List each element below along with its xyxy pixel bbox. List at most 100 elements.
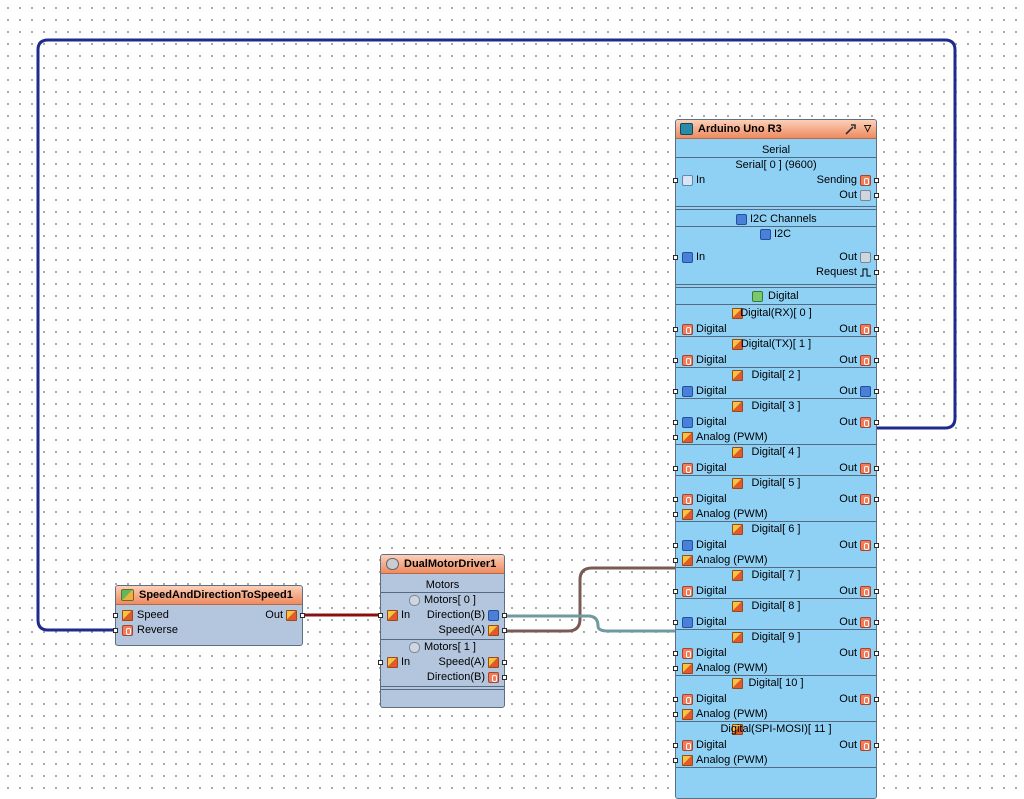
- speed-output-icon: [488, 657, 499, 668]
- motor-icon: [386, 558, 399, 570]
- digital-channel-icon: [732, 370, 743, 381]
- digital-output-icon: [860, 494, 871, 505]
- serial-sending-pin[interactable]: [874, 178, 879, 183]
- divider: [676, 209, 876, 210]
- serial-out-pin[interactable]: [874, 193, 879, 198]
- reverse-input-pin[interactable]: [113, 628, 118, 633]
- digital-input-pin[interactable]: [673, 697, 678, 702]
- digital-out-pin[interactable]: [874, 543, 879, 548]
- digital-output-icon: [860, 694, 871, 705]
- digital-input-pin[interactable]: [673, 743, 678, 748]
- digital-out-pin[interactable]: [874, 466, 879, 471]
- i2c-in-pin[interactable]: [673, 255, 678, 260]
- digital-out-label: Out: [839, 616, 857, 628]
- digital-input-pin[interactable]: [673, 497, 678, 502]
- digital-channel-label: Digital[ 9 ]: [751, 631, 801, 643]
- motor1-in-label: In: [401, 656, 411, 668]
- divider: [676, 444, 876, 445]
- wrench-icon[interactable]: [845, 123, 857, 135]
- analog-pwm-pin[interactable]: [673, 558, 678, 563]
- motor0-speed-label: Speed(A): [438, 624, 485, 636]
- reverse-pin-label: Reverse: [137, 624, 178, 636]
- digital-out-label: Out: [839, 416, 857, 428]
- arduino-icon: [680, 123, 693, 135]
- digital-out-pin[interactable]: [874, 358, 879, 363]
- digital-out-pin[interactable]: [874, 420, 879, 425]
- i2c-request-pin[interactable]: [874, 270, 879, 275]
- digital-out-pin[interactable]: [874, 589, 879, 594]
- wire-speed-to-digital6-pwm[interactable]: [505, 566, 677, 633]
- serial-in-pin[interactable]: [673, 178, 678, 183]
- digital-out-label: Out: [839, 693, 857, 705]
- divider: [676, 598, 876, 599]
- motor1-in-pin[interactable]: [378, 660, 383, 665]
- i2c-channel-label: I2C: [774, 228, 792, 240]
- motor0-speed-pin[interactable]: [502, 628, 507, 633]
- digital-input-pin[interactable]: [673, 389, 678, 394]
- digital-input-icon: [682, 586, 693, 597]
- analog-pwm-pin[interactable]: [673, 666, 678, 671]
- digital-channel-label: Digital[ 2 ]: [751, 369, 801, 381]
- digital-output-icon: [860, 175, 871, 186]
- digital-channel-icon: [732, 308, 743, 319]
- motor1-direction-pin[interactable]: [502, 675, 507, 680]
- component-title: Arduino Uno R3: [698, 123, 782, 135]
- digital-input-pin[interactable]: [673, 543, 678, 548]
- digital-input-pin[interactable]: [673, 620, 678, 625]
- divider: [676, 157, 876, 158]
- component-header[interactable]: Arduino Uno R3 ▽: [676, 120, 876, 139]
- digital-input-pin[interactable]: [673, 327, 678, 332]
- analog-input-icon: [682, 432, 693, 443]
- digital-out-pin[interactable]: [874, 327, 879, 332]
- digital-output-icon: [860, 740, 871, 751]
- digital-out-pin[interactable]: [874, 697, 879, 702]
- digital-out-pin[interactable]: [874, 651, 879, 656]
- digital-channel-icon: [732, 632, 743, 643]
- converter-icon: [121, 589, 134, 601]
- chevron-down-icon[interactable]: ▽: [864, 123, 871, 133]
- direction-output-icon: [488, 672, 499, 683]
- data-output-icon: [860, 252, 871, 263]
- wire-direction-to-digital8[interactable]: [505, 614, 677, 633]
- wire-digital3-to-reverse[interactable]: [36, 38, 957, 632]
- out-output-pin[interactable]: [300, 613, 305, 618]
- digital-out-pin[interactable]: [874, 743, 879, 748]
- digital-out-pin[interactable]: [874, 497, 879, 502]
- digital-out-label: Out: [839, 585, 857, 597]
- dual-motor-driver-component[interactable]: DualMotorDriver1 Motors Motors[ 0 ] In D…: [378, 554, 507, 708]
- motor1-speed-pin[interactable]: [502, 660, 507, 665]
- motor0-direction-pin[interactable]: [502, 613, 507, 618]
- digital-channel-label: Digital[ 5 ]: [751, 477, 801, 489]
- speed-direction-component[interactable]: SpeedAndDirectionToSpeed1 Speed Reverse …: [113, 585, 305, 646]
- component-header[interactable]: SpeedAndDirectionToSpeed1: [116, 586, 302, 605]
- digital-out-label: Out: [839, 539, 857, 551]
- digital-input-pin[interactable]: [673, 589, 678, 594]
- digital-input-label: Digital: [696, 647, 727, 659]
- divider: [381, 686, 504, 687]
- digital-input-pin[interactable]: [673, 466, 678, 471]
- analog-pwm-pin[interactable]: [673, 512, 678, 517]
- digital-input-pin[interactable]: [673, 420, 678, 425]
- digital-channel-label: Digital[ 8 ]: [751, 600, 801, 612]
- digital-group-icon: [752, 291, 763, 302]
- component-header[interactable]: DualMotorDriver1: [381, 555, 504, 574]
- digital-channel-icon: [732, 524, 743, 535]
- digital-input-pin[interactable]: [673, 651, 678, 656]
- digital-input-icon: [682, 417, 693, 428]
- analog-pwm-pin[interactable]: [673, 712, 678, 717]
- divider: [676, 521, 876, 522]
- speed-input-pin[interactable]: [113, 613, 118, 618]
- digital-out-pin[interactable]: [874, 620, 879, 625]
- analog-input-icon: [682, 555, 693, 566]
- motor0-in-pin[interactable]: [378, 613, 383, 618]
- digital-input-pin[interactable]: [673, 358, 678, 363]
- analog-input-icon: [387, 610, 398, 621]
- analog-pwm-pin[interactable]: [673, 435, 678, 440]
- digital-input-label: Digital: [696, 385, 727, 397]
- digital-group-label: Digital: [768, 290, 799, 302]
- digital-out-pin[interactable]: [874, 389, 879, 394]
- analog-pwm-pin[interactable]: [673, 758, 678, 763]
- i2c-out-pin[interactable]: [874, 255, 879, 260]
- divider: [676, 287, 876, 288]
